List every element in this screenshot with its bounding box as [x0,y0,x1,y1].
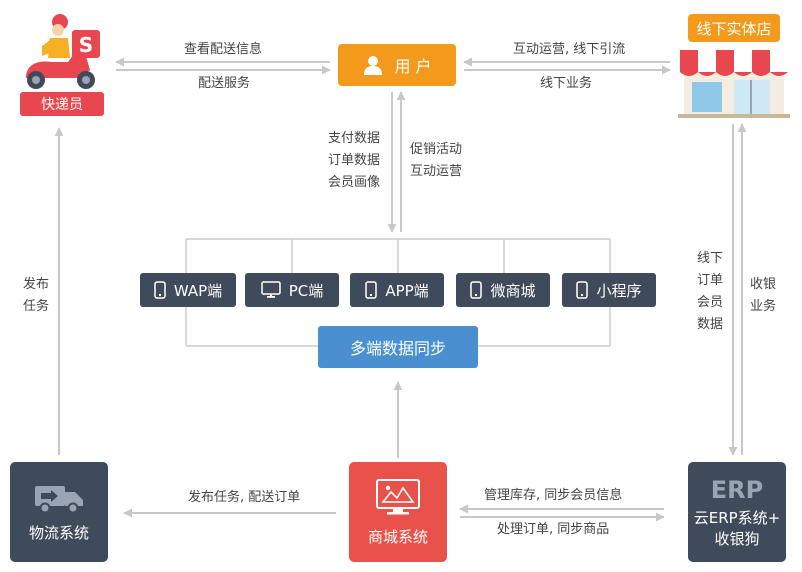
store-label: 线下实体店 [688,14,780,42]
edge-label-store-to-user: 互动运营, 线下引流 [513,42,626,57]
edge-label-mall-to-logistics: 发布任务, 配送订单 [188,490,301,505]
storefront-icon [678,50,790,118]
logistics-label: 物流系统 [28,523,89,542]
edge-label-erp-to-store: 收银 业务 [749,277,776,314]
courier-logo-letter: S [79,33,93,57]
channel-wap: WAP端 [140,273,236,307]
phone-icon [154,281,166,299]
channel-label: PC端 [288,281,324,300]
edge-label-courier-to-user: 配送服务 [198,76,251,91]
channel-label: WAP端 [173,281,223,300]
phone-icon [576,281,589,299]
channel-label: APP端 [385,281,429,300]
edge-label-mall-to-erp: 处理订单, 同步商品 [497,522,610,537]
erp-label-line2: 收银狗 [714,530,760,548]
phone-icon [365,281,378,299]
channel-label: 小程序 [596,281,642,300]
user-node: 用 户 [338,44,456,86]
storefront-monitor-icon [376,478,420,514]
edge-label-up: 促销活动 互动运营 [410,142,463,179]
logistics-node: 物流系统 [10,462,108,562]
edge-label-down: 支付数据 订单数据 会员画像 [327,131,380,190]
scooter-icon: S [26,14,100,89]
edge-label-logistics-to-courier: 发布 任务 [22,277,49,314]
sync-node: 多端数据同步 [318,326,478,368]
erp-logo: ERP [710,476,764,504]
edge-label-erp-to-mall: 管理库存, 同步会员信息 [484,488,623,503]
courier-node: S 快递员 [16,8,108,116]
erp-label-line1: 云ERP系统+ [693,509,781,527]
truck-icon [35,485,83,513]
mall-node: 商城系统 [349,462,447,562]
erp-node: ERP 云ERP系统+ 收银狗 [688,462,786,562]
edge-label-store-to-erp: 线下 订单 会员 数据 [696,251,723,332]
channel-weishop: 微商城 [456,273,550,307]
channel-label: 微商城 [490,281,536,300]
courier-label: 快递员 [20,92,104,116]
user-icon [364,56,383,75]
channel-app: APP端 [350,273,444,307]
user-label: 用 户 [394,57,432,76]
monitor-icon [260,281,281,298]
edge-label-user-to-courier: 查看配送信息 [184,42,263,57]
mall-label: 商城系统 [367,527,428,546]
channel-pc: PC端 [245,273,339,307]
edge-label-user-to-store: 线下业务 [540,76,593,91]
phone-icon [470,281,483,299]
store-node: 线下实体店 [678,8,790,118]
channel-miniprogram: 小程序 [562,273,656,307]
